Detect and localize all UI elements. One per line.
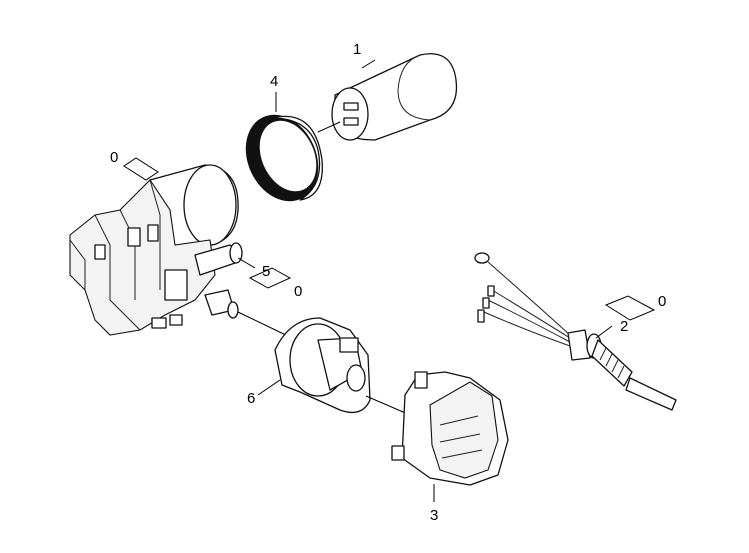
label-part-4: 4 [270, 73, 278, 90]
label-part-5: 5 [262, 263, 270, 280]
motor-assembly [69, 157, 243, 336]
rubber-ring-part-4 [245, 92, 323, 202]
label-part-3: 3 [430, 507, 438, 524]
label-part-6: 6 [247, 390, 255, 407]
assembly-line-3 [365, 395, 411, 416]
assembly-line-2 [237, 311, 293, 339]
assembly-line-1 [317, 121, 341, 133]
label-part-2-sub: 0 [658, 293, 666, 310]
cap-part-3 [391, 371, 509, 502]
label-group-motor: 0 [110, 149, 118, 166]
label-part-1: 1 [353, 41, 361, 58]
capacitor-part-1 [331, 53, 458, 141]
label-part-2: 2 [620, 318, 628, 335]
cable-part-2 [474, 252, 677, 411]
label-part-5-sub: 0 [294, 283, 302, 300]
switch-housing-part-6 [257, 317, 371, 414]
part-5-leader [237, 257, 292, 289]
